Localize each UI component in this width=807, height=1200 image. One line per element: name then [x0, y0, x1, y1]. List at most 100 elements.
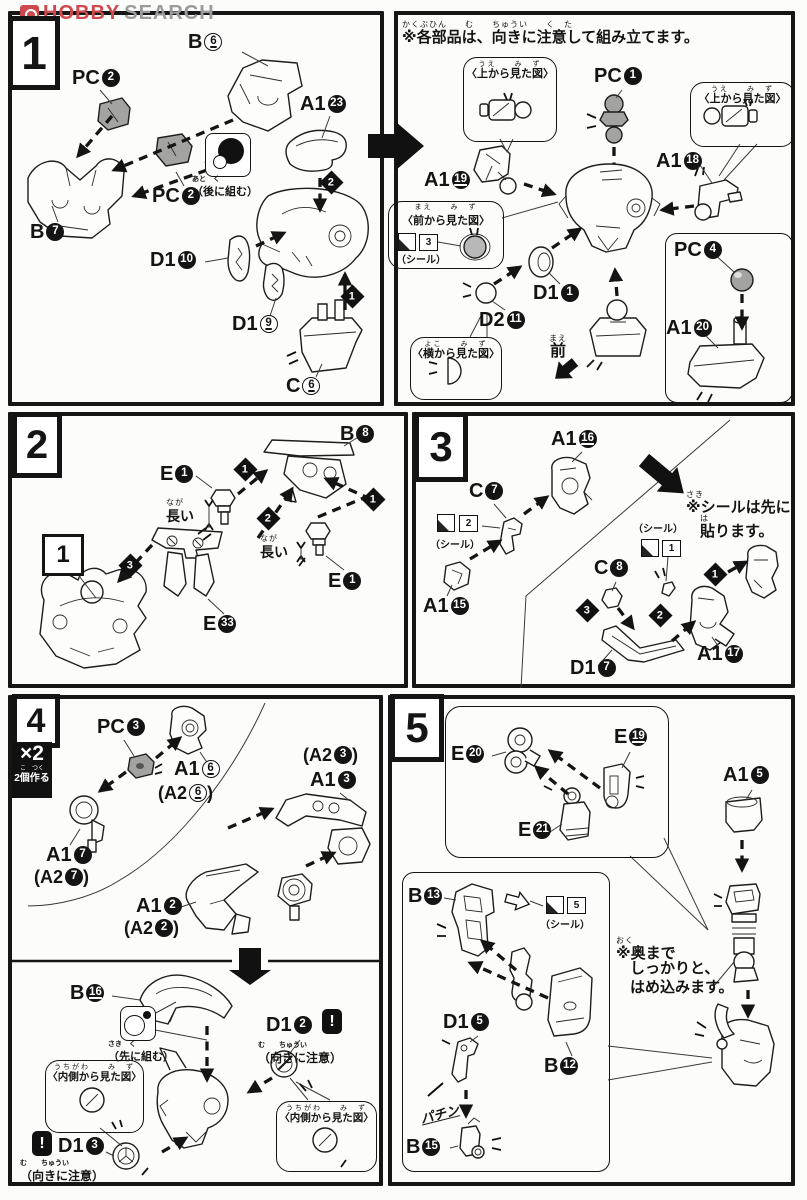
step1-right-drawings — [428, 89, 765, 403]
fit-firmly-note: おく ※奥まで — [616, 936, 676, 962]
seal-icon-2 — [437, 514, 455, 532]
step3-number: 3 — [414, 412, 468, 482]
view-inner-bubble-right: うちがわ み ず 〈内側から見た図〉 — [276, 1101, 377, 1172]
step1-number: 1 — [8, 16, 60, 90]
view-inner-bubble-left: うちがわ み ず 〈内側から見た図〉 — [45, 1060, 144, 1133]
seal-label-1: （シール） — [633, 524, 683, 535]
pc4-subassembly-box — [665, 233, 793, 403]
panel-step4 — [8, 695, 383, 1186]
seal-label-2: （シール） — [430, 540, 480, 551]
logo-text-search: SEARCH — [124, 2, 215, 24]
step4-drawings — [12, 702, 381, 1176]
step2-number: 2 — [12, 412, 62, 478]
seal-label-5: （シール） — [540, 920, 590, 931]
assemble-first-icon — [120, 1006, 156, 1041]
logo-text-hobby: HOBBY — [43, 2, 121, 24]
warning-icon-right: ! — [322, 1009, 342, 1034]
seal-first-note: さき ※シールは先に — [686, 490, 791, 516]
seal-number-2: 2 — [459, 515, 478, 532]
step5-drawings — [427, 727, 775, 1159]
seal-icon-front — [398, 233, 416, 251]
subassembly-ref-1: 1 — [42, 534, 84, 576]
view-side-bubble: よこ み ず 〈横から見た図〉 — [410, 337, 502, 400]
seal-first-note-2: は 貼ります。 — [700, 514, 774, 540]
panel-step5 — [388, 695, 795, 1186]
panel-step3 — [412, 412, 795, 688]
step2-drawings — [39, 435, 371, 669]
view-top-bubble-left: うえ み ず 〈上から見た図〉 — [463, 57, 557, 142]
seal-icon-5 — [546, 896, 564, 914]
times-two-label: ×2 — [20, 742, 44, 765]
warning-icon-left: ! — [32, 1131, 52, 1156]
long-note-a: なが長い — [166, 498, 194, 524]
fit-firmly-note-3: はめ込みます。 — [630, 979, 734, 996]
hobbysearch-logo: HOBBY SEARCH — [20, 2, 215, 25]
orientation-caution-left: む ちゅうい（向きに注意） — [20, 1160, 105, 1183]
step4-number: 4 — [12, 694, 60, 748]
step5-number: 5 — [390, 694, 444, 762]
orientation-caution-right: む ちゅうい（向きに注意） — [258, 1042, 343, 1065]
orientation-note: かくぶひん む ちゅうい く た ※各部品は、向きに注意して組み立てます。 — [402, 20, 699, 46]
b13-subassembly-box — [402, 872, 610, 1172]
assemble-later-note: あと く（後に組む） — [192, 176, 258, 198]
seal-number-1: 1 — [662, 540, 681, 557]
make-two-box: ×2 こ つく 2個作る — [12, 742, 52, 798]
panel-step2 — [8, 412, 408, 688]
fit-firmly-note-2: しっかりと、 — [630, 960, 720, 977]
view-front-box: まえ み ず 〈前から見た図〉 — [388, 201, 504, 269]
seal-label-front: （シール） — [396, 255, 446, 266]
step1-left-drawings — [27, 51, 424, 378]
seal-number-5: 5 — [567, 897, 586, 914]
step3-drawings — [443, 419, 779, 689]
front-direction-label: まえ 前 — [549, 334, 567, 360]
seal-icon-1 — [641, 539, 659, 557]
make-two-label: 2個作る — [14, 773, 50, 784]
view-top-bubble-right: うえ み ず 〈上から見た図〉 — [690, 82, 795, 147]
assemble-later-icon — [205, 133, 251, 177]
panel-step1-left — [8, 11, 384, 406]
